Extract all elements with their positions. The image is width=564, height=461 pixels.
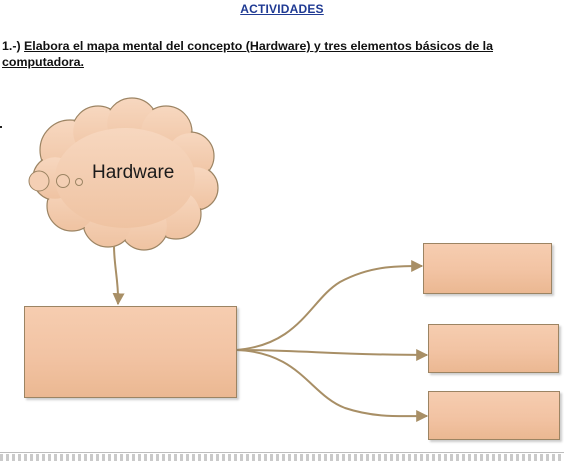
activities-heading: ACTIVIDADES	[240, 2, 324, 16]
thought-bubble-large	[28, 170, 50, 192]
hardware-cloud	[28, 97, 219, 251]
connector-cloud-to-main	[112, 245, 125, 306]
main-element-box[interactable]	[24, 306, 237, 398]
connector-to-element-3	[235, 349, 429, 423]
element-box-3[interactable]	[428, 391, 560, 440]
thought-bubble-small	[75, 178, 83, 186]
connector-to-element-2	[235, 348, 429, 361]
thought-bubble-medium	[56, 174, 70, 188]
connector-to-element-1	[235, 260, 424, 351]
stray-mark	[0, 126, 2, 128]
question-number: 1.-)	[2, 39, 21, 53]
cut-off-text-line	[0, 454, 564, 461]
page-divider	[0, 452, 564, 453]
element-box-2[interactable]	[428, 324, 559, 373]
central-concept-label: Hardware	[92, 162, 175, 183]
question-1: 1.-) Elabora el mapa mental del concepto…	[2, 38, 560, 70]
question-text: Elabora el mapa mental del concepto (Har…	[2, 39, 493, 69]
element-box-1[interactable]	[423, 243, 552, 294]
